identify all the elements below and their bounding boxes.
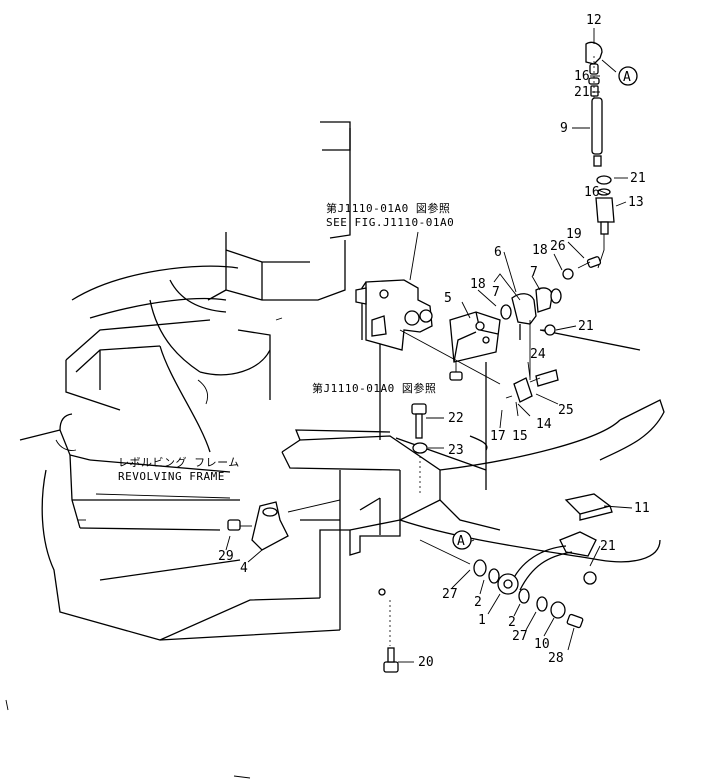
callout-a-top: A bbox=[623, 70, 631, 85]
callout-a-top-circle bbox=[618, 66, 638, 86]
part-label-24: 24 bbox=[530, 347, 546, 362]
part-label-4: 4 bbox=[240, 561, 248, 576]
part-label-14: 14 bbox=[536, 417, 552, 432]
part-label-18: 18 bbox=[532, 243, 548, 258]
part-label-7: 7 bbox=[530, 265, 538, 280]
part-label-18: 18 bbox=[470, 277, 486, 292]
part-label-6: 6 bbox=[494, 245, 502, 260]
part-label-20: 20 bbox=[418, 655, 434, 670]
part-number-labels: 12 16 21 9 21 16 13 19 6 18 26 7 18 7 5 … bbox=[218, 13, 650, 670]
part-label-15: 15 bbox=[512, 429, 528, 444]
part-label-2: 2 bbox=[474, 595, 482, 610]
note-ref-japanese: 第J1110-01A0 図参照 bbox=[326, 201, 450, 215]
part-label-22: 22 bbox=[448, 411, 464, 426]
part-label-27: 27 bbox=[442, 587, 458, 602]
part-label-25: 25 bbox=[558, 403, 574, 418]
bracket-5 bbox=[449, 311, 501, 363]
lever-small-parts bbox=[540, 256, 602, 336]
part-label-19: 19 bbox=[566, 227, 582, 242]
part-label-11: 11 bbox=[634, 501, 650, 516]
linkage-parts bbox=[399, 329, 559, 417]
part-label-12: 12 bbox=[586, 13, 602, 28]
part-label-29: 29 bbox=[218, 549, 234, 564]
part-label-26: 26 bbox=[550, 239, 566, 254]
part-label-21: 21 bbox=[630, 171, 646, 186]
part-label-10: 10 bbox=[534, 637, 550, 652]
part-label-9: 9 bbox=[560, 121, 568, 136]
part-label-28: 28 bbox=[548, 651, 564, 666]
note-ref-english: SEE FIG.J1110-01A0 bbox=[326, 216, 454, 229]
lever-assembly bbox=[500, 287, 562, 380]
note-frame-english: REVOLVING FRAME bbox=[118, 470, 225, 483]
bolt-hardware bbox=[378, 362, 463, 673]
part-label-7: 7 bbox=[492, 285, 500, 300]
part-label-1: 1 bbox=[478, 613, 486, 628]
revolving-frame-outline bbox=[5, 121, 665, 779]
part-label-16: 16 bbox=[584, 185, 600, 200]
part-label-23: 23 bbox=[448, 443, 464, 458]
part-label-27: 27 bbox=[512, 629, 528, 644]
pedal-assembly bbox=[419, 493, 613, 629]
part-label-17: 17 bbox=[490, 429, 506, 444]
note-frame-japanese: レボルビング フレーム bbox=[118, 455, 240, 469]
part-label-5: 5 bbox=[444, 291, 452, 306]
part-label-21: 21 bbox=[574, 85, 590, 100]
leader-lines bbox=[95, 28, 633, 663]
callout-a-bottom-circle bbox=[452, 530, 472, 550]
part-label-2: 2 bbox=[508, 615, 516, 630]
control-valve-block bbox=[355, 279, 433, 351]
part-label-21: 21 bbox=[600, 539, 616, 554]
pedal-bracket-4 bbox=[227, 501, 289, 551]
part-label-21: 21 bbox=[578, 319, 594, 334]
callout-a-bottom: A bbox=[457, 534, 465, 549]
part-label-16: 16 bbox=[574, 69, 590, 84]
note-ref-japanese-2: 第J1110-01A0 図参照 bbox=[312, 381, 436, 395]
part-label-13: 13 bbox=[628, 195, 644, 210]
control-rod bbox=[585, 41, 615, 269]
